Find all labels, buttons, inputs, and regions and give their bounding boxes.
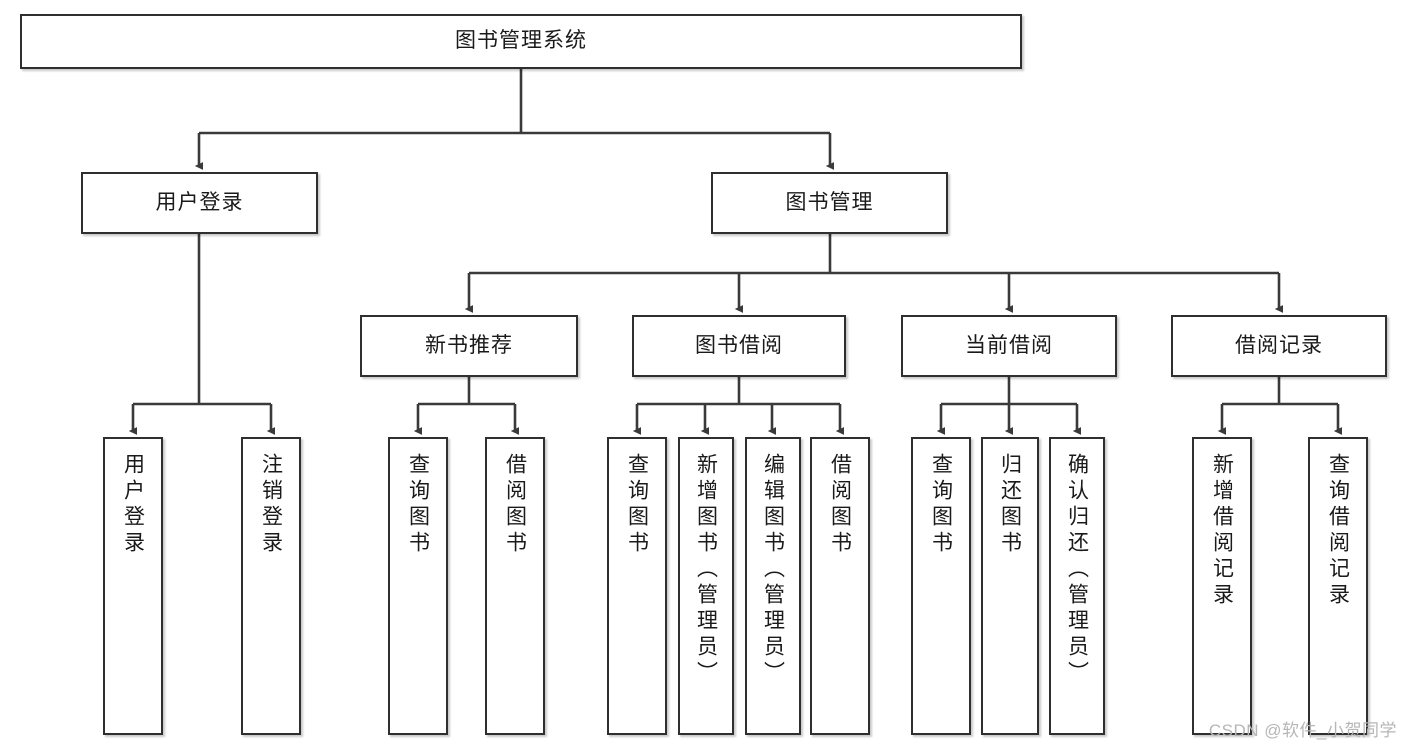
node-leaf-query-book-current[interactable]: 查询图书 (911, 437, 971, 735)
node-leaf-logout[interactable]: 注销登录 (241, 437, 301, 735)
node-label: 编辑图书（管理员） (761, 453, 785, 687)
node-book-borrow[interactable]: 图书借阅 (632, 315, 846, 377)
node-label: 归还图书 (998, 453, 1022, 557)
node-leaf-borrow-book-new[interactable]: 借阅图书 (485, 437, 545, 735)
node-label: 查询图书 (929, 453, 953, 557)
node-root-book-management-system[interactable]: 图书管理系统 (20, 14, 1022, 69)
node-label: 新书推荐 (425, 333, 513, 357)
node-leaf-return-book[interactable]: 归还图书 (981, 437, 1039, 735)
watermark: CSDN @软件_小贺同学 (1208, 721, 1397, 740)
node-label: 用户登录 (121, 453, 145, 557)
node-label: 借阅图书 (828, 453, 852, 557)
node-label: 用户登录 (155, 190, 244, 214)
node-user-login[interactable]: 用户登录 (81, 172, 318, 234)
node-borrow-record[interactable]: 借阅记录 (1171, 315, 1387, 377)
node-label: 当前借阅 (965, 333, 1053, 357)
node-new-book-recommend[interactable]: 新书推荐 (360, 315, 578, 377)
node-label: 借阅图书 (503, 453, 527, 557)
node-label: 借阅记录 (1235, 333, 1323, 357)
node-label: 注销登录 (259, 453, 283, 557)
node-label: 新增图书（管理员） (694, 453, 718, 687)
node-leaf-edit-book-admin[interactable]: 编辑图书（管理员） (745, 437, 801, 735)
node-current-borrow[interactable]: 当前借阅 (901, 315, 1117, 377)
node-leaf-query-borrow-record[interactable]: 查询借阅记录 (1308, 437, 1368, 735)
node-leaf-add-borrow-record[interactable]: 新增借阅记录 (1192, 437, 1252, 735)
node-leaf-user-login[interactable]: 用户登录 (103, 437, 163, 735)
node-leaf-confirm-return-admin[interactable]: 确认归还（管理员） (1049, 437, 1105, 735)
node-leaf-add-book-admin[interactable]: 新增图书（管理员） (678, 437, 734, 735)
node-label: 查询借阅记录 (1326, 453, 1350, 609)
node-label: 新增借阅记录 (1210, 453, 1234, 609)
node-label: 查询图书 (625, 453, 649, 557)
node-label: 查询图书 (406, 453, 430, 557)
node-label: 图书管理 (785, 190, 874, 214)
node-book-management[interactable]: 图书管理 (711, 172, 948, 234)
connectors (128, 69, 1343, 435)
node-leaf-query-book-new[interactable]: 查询图书 (388, 437, 448, 735)
node-label: 图书管理系统 (455, 29, 587, 53)
node-leaf-borrow-book[interactable]: 借阅图书 (810, 437, 870, 735)
node-leaf-query-book-borrow[interactable]: 查询图书 (607, 437, 667, 735)
node-label: 确认归还（管理员） (1065, 453, 1089, 687)
node-label: 图书借阅 (695, 333, 783, 357)
